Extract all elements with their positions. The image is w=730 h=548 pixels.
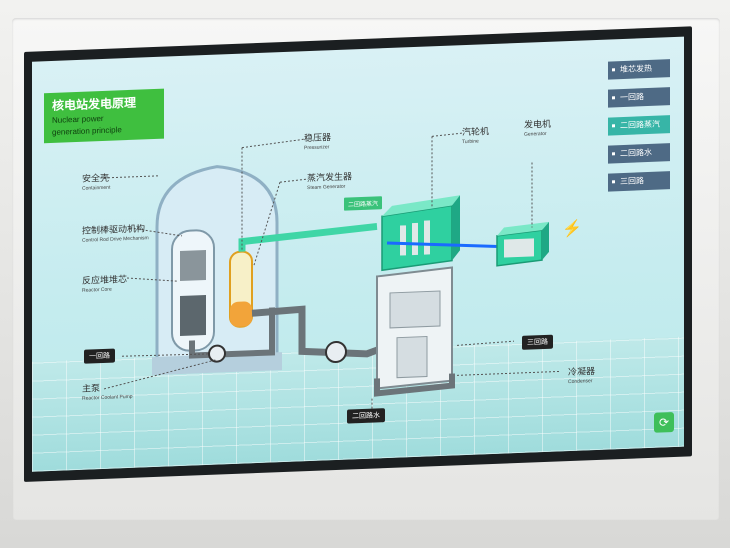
condenser-cn: 冷凝器	[568, 366, 596, 378]
coolant-pump-cn: 主泵	[82, 383, 101, 394]
pressurizer-label: 稳压器 Pressurizer	[304, 130, 331, 151]
condenser-en: Condenser	[568, 378, 593, 386]
electricity-bolt-icon: ⚡	[562, 220, 582, 239]
generator-label: 发电机 Generator	[524, 117, 551, 138]
secondary-water-tag: 二回路水	[347, 408, 385, 424]
turbine	[381, 195, 503, 272]
menu-bullet-icon	[612, 96, 615, 100]
pressurizer-en: Pressurizer	[304, 144, 330, 152]
turbine-label: 汽轮机 Turbine	[462, 124, 489, 145]
steam-generator-label: 蒸汽发生器 Steam Generator	[307, 169, 352, 191]
reactor-vessel	[171, 229, 215, 352]
coolant-pump	[208, 344, 226, 363]
menu-item-primary-loop[interactable]: 一回路	[608, 87, 670, 108]
control-rod-label: 控制棒驱动机构 Control Rod Drive Mechanism	[82, 221, 149, 243]
plant-diagram	[103, 132, 560, 409]
condenser-label: 冷凝器 Condenser	[568, 364, 595, 385]
steam-generator-cn: 蒸汽发生器	[307, 171, 353, 184]
containment-en: Containment	[82, 184, 111, 192]
screen: 核电站发电原理 Nuclear power generation princip…	[32, 36, 684, 472]
menu-item-label: 二回路蒸汽	[620, 119, 660, 131]
generator-cn: 发电机	[524, 118, 552, 130]
tertiary-loop-tag: 三回路	[522, 334, 553, 350]
reactor-core-label: 反应堆堆芯 Reactor Core	[82, 272, 127, 294]
menu-item-label: 堆芯发热	[620, 63, 652, 75]
turbine-en: Turbine	[462, 138, 479, 146]
return-icon: ⟳	[658, 415, 670, 430]
menu-item-core-heating[interactable]: 堆芯发热	[608, 59, 670, 80]
containment-label: 安全壳 Containment	[82, 171, 110, 192]
menu-bullet-icon	[612, 68, 615, 72]
menu-item-label: 二回路水	[620, 147, 652, 159]
menu-item-secondary-steam[interactable]: 二回路蒸汽	[608, 115, 670, 136]
menu-item-tertiary-loop[interactable]: 三回路	[608, 171, 670, 192]
containment-cn: 安全壳	[82, 172, 110, 184]
steam-generator	[229, 250, 253, 328]
feed-pump	[325, 341, 347, 364]
menu-bullet-icon	[612, 152, 615, 156]
control-rod-cn: 控制棒驱动机构	[82, 223, 146, 236]
step-menu: 堆芯发热 一回路 二回路蒸汽 二回路水 三回路	[608, 59, 670, 201]
coolant-pump-label: 主泵 Reactor Coolant Pump	[82, 380, 133, 402]
reactor-core-cn: 反应堆堆芯	[82, 274, 128, 286]
turbine-cn: 汽轮机	[462, 126, 490, 138]
secondary-water-pipe	[251, 305, 384, 358]
primary-loop-tag: 一回路	[84, 348, 115, 364]
menu-item-label: 三回路	[620, 176, 644, 187]
menu-item-secondary-water[interactable]: 二回路水	[608, 143, 670, 164]
menu-bullet-icon	[612, 124, 615, 128]
pressurizer-cn: 稳压器	[304, 132, 332, 144]
return-button[interactable]: ⟳	[654, 412, 674, 433]
condenser	[374, 266, 455, 397]
secondary-steam-tag: 二回路蒸汽	[344, 196, 383, 211]
menu-bullet-icon	[612, 180, 615, 184]
menu-item-label: 一回路	[620, 92, 644, 103]
display-frame: 核电站发电原理 Nuclear power generation princip…	[24, 26, 692, 483]
generator	[496, 221, 549, 267]
primary-loop-pipe	[189, 307, 275, 359]
generator-en: Generator	[524, 130, 547, 138]
